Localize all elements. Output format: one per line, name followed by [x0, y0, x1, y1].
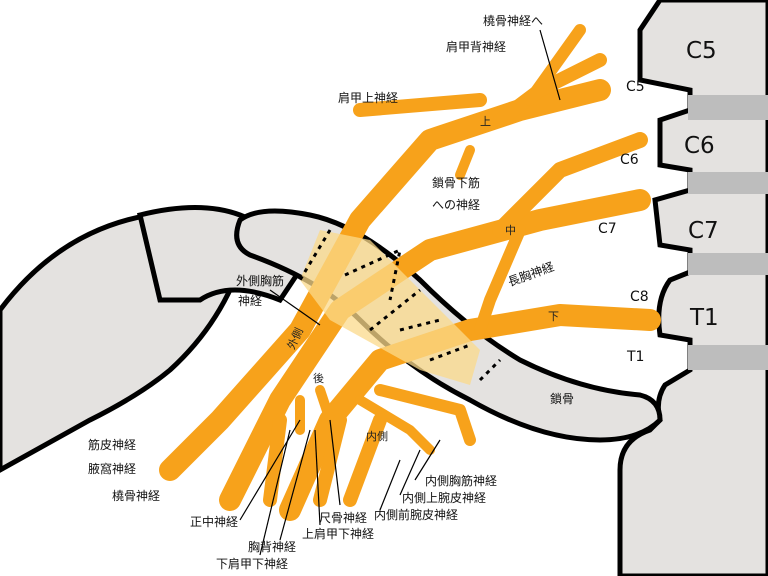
- root-c5: C5: [626, 79, 645, 95]
- medial-antebrachial-cutaneous-label: 内側前腕皮神経: [374, 508, 459, 522]
- vertebra-c7: C7: [688, 218, 719, 244]
- vertebra-t1: T1: [690, 305, 719, 331]
- vertebra-c6: C6: [684, 133, 715, 159]
- axillary-label: 腋窩神経: [88, 462, 137, 476]
- radial-label: 橈骨神経: [112, 489, 161, 503]
- root-c7: C7: [598, 221, 617, 237]
- lateral-pectoral-label-2: 神経: [238, 294, 263, 308]
- subclavius-nerve-label-2: への神経: [432, 198, 481, 212]
- thoracodorsal-label: 胸背神経: [248, 540, 297, 554]
- subclavius-nerve-label-1: 鎖骨下筋: [432, 176, 481, 190]
- root-c6: C6: [620, 152, 639, 168]
- trunk-lower-label: 下: [548, 310, 559, 323]
- median-label: 正中神経: [190, 515, 239, 529]
- medial-brachial-cutaneous-label: 内側上腕皮神経: [402, 491, 487, 505]
- nerve-light-overlap: [300, 230, 480, 385]
- root-c8: C8: [630, 289, 649, 305]
- lateral-pectoral-label-1: 外側胸筋: [236, 274, 285, 288]
- suprascapular-label: 肩甲上神経: [338, 91, 399, 105]
- dotted-lines: [298, 229, 502, 382]
- ulnar-label: 尺骨神経: [319, 511, 368, 525]
- vertebra-c5: C5: [686, 38, 717, 64]
- spine: [617, 0, 768, 576]
- root-t1: T1: [627, 349, 645, 365]
- cord-posterior-label: 後: [313, 372, 324, 385]
- clavicle-label: 鎖骨: [550, 392, 575, 406]
- trunk-middle-label: 中: [505, 224, 516, 237]
- spine-discs: [688, 95, 768, 370]
- medial-pectoral-label: 内側胸筋神経: [425, 474, 498, 488]
- pointer-lines: [239, 29, 561, 556]
- radial-nerve-to-label: 橈骨神経へ: [483, 14, 544, 28]
- trunk-upper-label: 上: [480, 115, 491, 128]
- lower-subscapular-label: 下肩甲下神経: [216, 557, 289, 571]
- cord-medial-label: 内側: [366, 430, 388, 443]
- dorsal-scapular-label: 肩甲背神経: [446, 40, 507, 54]
- upper-subscapular-label: 上肩甲下神経: [302, 527, 375, 541]
- musculocutaneous-label: 筋皮神経: [88, 438, 137, 452]
